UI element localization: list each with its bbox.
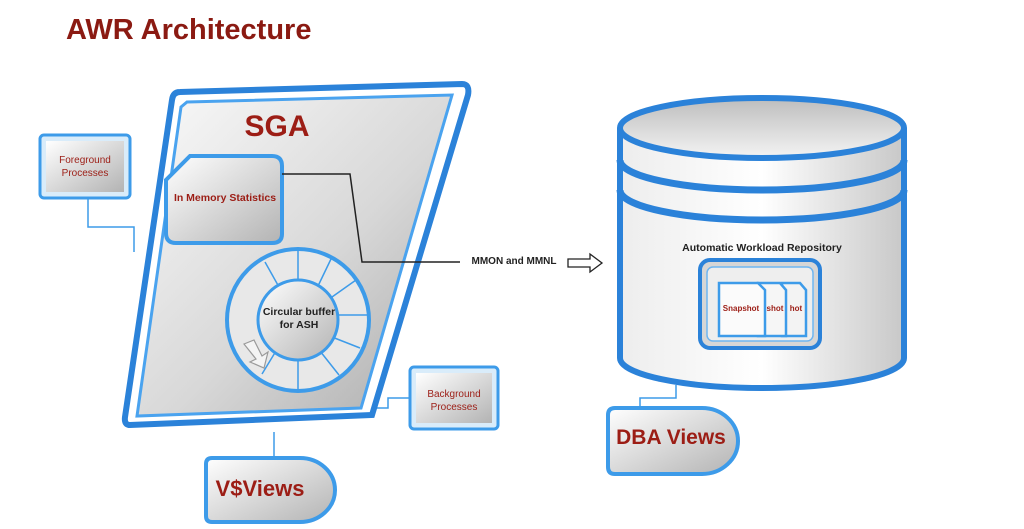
flow-line <box>282 173 460 263</box>
flow-label: MMON and MMNL <box>471 256 557 267</box>
background-line1: Background <box>427 389 481 400</box>
snapshot-label-1: Snapshot <box>722 304 760 313</box>
sga-label: SGA <box>244 110 310 143</box>
connector-lines <box>87 197 677 458</box>
circular-buffer-label: Circular buffer for ASH <box>258 306 340 332</box>
circular-buffer-line1: Circular buffer <box>262 306 336 318</box>
circular-buffer-line2: for ASH <box>279 319 319 331</box>
snapshot-label-2: shot <box>766 304 784 313</box>
double-arrow-icon <box>567 252 604 274</box>
repository-cylinder <box>616 95 908 391</box>
foreground-box <box>38 133 132 200</box>
repository-label: Automatic Workload Repository <box>682 242 842 254</box>
arrow-icon <box>243 339 269 369</box>
vviews-shape <box>204 456 337 524</box>
circular-buffer <box>225 247 371 393</box>
snapshot-cards <box>717 281 808 338</box>
background-label: Background Processes <box>416 388 492 414</box>
background-line2: Processes <box>430 402 478 413</box>
foreground-line2: Processes <box>61 168 109 179</box>
snapshot-label-3: hot <box>789 304 803 313</box>
in-memory-stats-box <box>164 154 284 245</box>
dba-views-shape <box>606 406 740 476</box>
in-memory-stats-label: In Memory Statistics <box>173 192 277 204</box>
dba-views-label: DBA Views <box>616 426 726 449</box>
foreground-label: Foreground Processes <box>46 154 124 180</box>
foreground-line1: Foreground <box>59 155 111 166</box>
vviews-label: V$Views <box>215 476 305 501</box>
page-title: AWR Architecture <box>66 14 312 46</box>
background-box <box>408 365 500 431</box>
